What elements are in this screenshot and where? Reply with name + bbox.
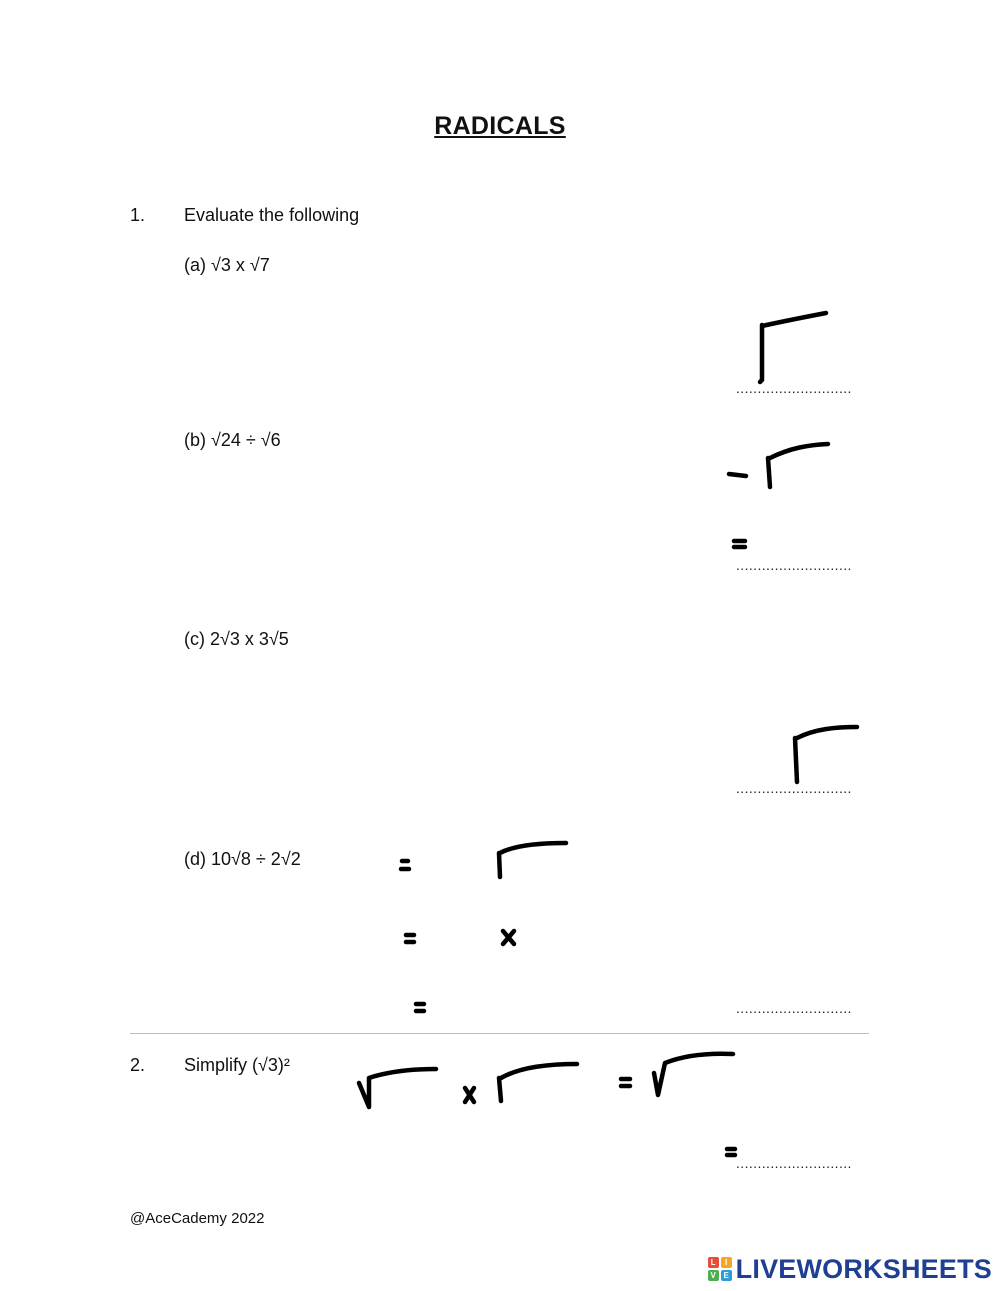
question-1-instruction: Evaluate the following [184, 205, 360, 225]
footer-copyright: @AceCademy 2022 [130, 1210, 265, 1227]
handwritten-radical-icon [792, 724, 860, 785]
question-1a: (a) √3 x √7 [184, 255, 270, 276]
part-expression: √24 ÷ √6 [211, 430, 281, 450]
part-label: (a) [184, 255, 206, 275]
question-2-number: 2. [130, 1055, 146, 1075]
logo-badge-letter: V [707, 1270, 719, 1281]
answer-field-1a[interactable]: ........................... [736, 380, 852, 396]
part-label: (c) [184, 629, 205, 649]
handwritten-equals-icon [731, 538, 748, 550]
question-1b: (b) √24 ÷ √6 [184, 430, 281, 451]
part-label: (b) [184, 430, 206, 450]
logo-badge-letter: I [720, 1257, 732, 1268]
handwritten-radical-icon [496, 1061, 580, 1104]
handwritten-equals-icon [403, 932, 417, 945]
answer-field-2[interactable]: ........................... [736, 1155, 852, 1171]
answer-field-1c[interactable]: ........................... [736, 780, 852, 796]
answer-field-1d[interactable]: ........................... [736, 1000, 852, 1016]
logo-badge-letter: E [720, 1270, 732, 1281]
handwritten-radical-icon [651, 1051, 736, 1098]
part-expression: 2√3 x 3√5 [210, 629, 289, 649]
handwritten-times-icon [500, 928, 517, 947]
question-2-instruction: Simplify (√3)² [184, 1055, 290, 1075]
handwritten-equals-icon [618, 1076, 633, 1089]
answer-field-1b[interactable]: ........................... [736, 557, 852, 573]
handwritten-radical-icon [757, 310, 829, 385]
question-1c: (c) 2√3 x 3√5 [184, 629, 289, 650]
question-1d: (d) 10√8 ÷ 2√2 [184, 849, 301, 870]
handwritten-equals-icon [726, 471, 749, 479]
handwritten-radical-icon [356, 1066, 439, 1110]
part-label: (d) [184, 849, 206, 869]
handwritten-equals-icon [398, 858, 412, 872]
question-1-number: 1. [130, 205, 146, 225]
page-title: RADICALS [434, 112, 566, 140]
logo-text: LIVEWORKSHEETS [735, 1253, 992, 1284]
liveworksheets-logo: L I V E LIVEWORKSHEETS [707, 1252, 992, 1286]
part-expression: √3 x √7 [211, 255, 270, 275]
handwritten-radical-icon [765, 441, 831, 490]
logo-badge-letter: L [707, 1257, 719, 1268]
section-divider [130, 1033, 869, 1034]
part-expression: 10√8 ÷ 2√2 [211, 849, 301, 869]
logo-badge-icon: L I V E [707, 1257, 732, 1281]
handwritten-times-icon [462, 1085, 477, 1105]
handwritten-equals-icon [413, 1001, 427, 1014]
handwritten-equals-icon [724, 1146, 738, 1158]
handwritten-radical-icon [496, 840, 569, 880]
